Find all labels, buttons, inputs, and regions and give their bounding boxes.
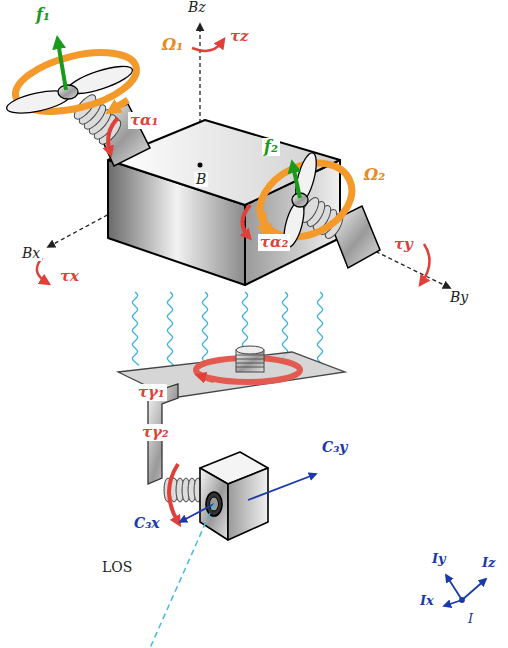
torque-label: τγ₁ [136,384,167,401]
axis-label: Iz [480,556,497,570]
torque-label: τα₁ [128,112,160,129]
rotor-right [293,166,300,198]
link-wave [167,292,174,366]
rotor-left [58,85,78,99]
torque-label: τγ₂ [140,424,171,441]
link-wave [317,292,324,366]
force-vector: f₂ [262,138,280,156]
rotor-left [112,100,128,110]
camera-axes [180,474,316,522]
camera-axes [248,474,316,500]
rotor-left [5,42,150,166]
gimbal-plate [236,363,264,364]
frame-origin: B [194,172,208,187]
torque-arrow [37,258,46,282]
inertial-frame [446,575,462,600]
gimbal-bracket [148,384,202,522]
torque-label: τx [58,268,81,285]
axis-label: Ix [418,594,436,608]
inertial-frame [460,598,464,602]
gimbal-plate [236,355,264,356]
force-vector: f₁ [34,6,52,24]
link-wave [202,292,209,366]
axis-label: C₃x [132,516,162,531]
line-of-sight-label: LOS [100,560,134,575]
axis-label: Bz [186,0,208,15]
inertial-frame [444,575,486,606]
gimbal-plate [236,355,264,367]
rotor-speed: Ω₁ [160,36,185,54]
frame-origin: I [466,612,475,626]
torque-label: τz [228,28,251,45]
link-wave [132,292,139,366]
gimbal-plate [236,346,264,354]
torque-label: τy [392,236,415,253]
axis-label: Iy [430,552,448,566]
axis-label: C₃y [320,440,349,455]
rotor-right [242,149,380,268]
gimbal-plate [200,376,214,380]
camera [228,468,268,540]
gimbal-plate [236,367,264,368]
body-origin [198,163,203,168]
torque-arrow [192,42,222,51]
camera-axes [180,504,214,522]
axis-label: Bx [20,246,42,261]
axis-label: By [448,290,470,305]
rotor-right [242,205,250,236]
rotor-right [262,212,266,232]
rotor-right [248,149,364,251]
torque-arrow [422,244,430,282]
body-axes [48,24,450,288]
rotor-left [58,42,66,90]
rotor-left [108,118,118,152]
torque-label: τα₂ [258,234,290,251]
inertial-frame [462,579,486,600]
rotor-speed: Ω₂ [362,166,387,184]
gimbal-plate [236,359,264,360]
torque-arrow [37,42,430,282]
gimbal-bracket [169,464,178,522]
